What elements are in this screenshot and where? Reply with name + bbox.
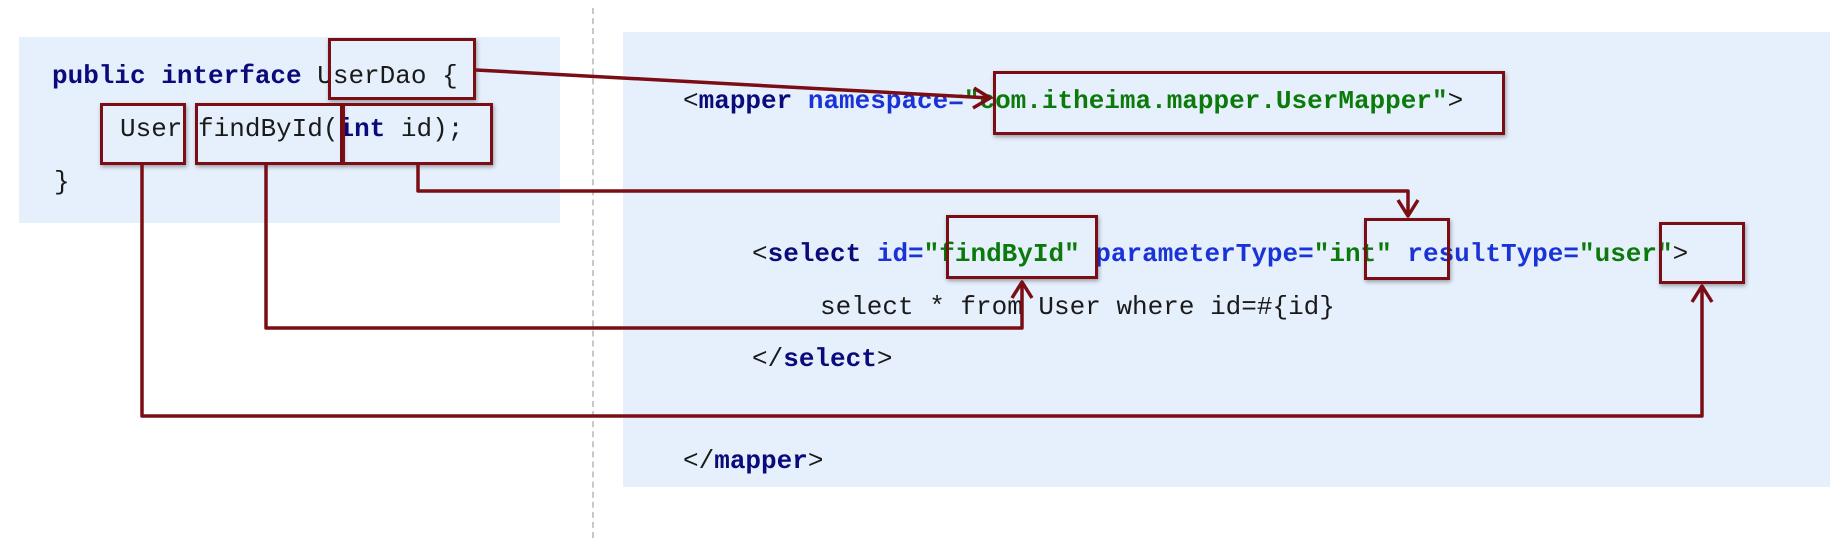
lt-slash: </ [752, 344, 784, 374]
box-parameter [342, 103, 493, 165]
return-type: User [120, 114, 183, 144]
sql-line: select * from User where id=#{id} [820, 291, 1335, 323]
open-paren: ( [322, 114, 339, 144]
box-interface-name [328, 38, 476, 100]
result-type-attr: resultType= [1407, 239, 1579, 269]
param-name: id [400, 114, 433, 144]
parameter-type-value: "int" [1313, 239, 1392, 269]
box-parameter-type-value [1364, 218, 1450, 280]
method-name: findById [198, 114, 323, 144]
arrow-interface-to-namespace [475, 68, 991, 100]
interface-line-1: public interface UserDao { [52, 60, 458, 92]
arrow-parameter-to-parametertype [416, 165, 1410, 216]
arrow-returntype-to-resulttype [140, 165, 1704, 418]
param-type: int [338, 114, 386, 144]
arrowhead-id [1010, 280, 1034, 299]
mapper-close-line: </mapper> [683, 445, 823, 477]
box-result-type-value [1659, 222, 1745, 284]
arrowhead-resulttype [1690, 284, 1714, 303]
box-id-value [946, 215, 1098, 279]
lt: < [752, 239, 768, 269]
interface-name: UserDao [317, 61, 427, 91]
panel-divider [592, 8, 594, 538]
open-brace: { [442, 61, 458, 91]
gt: > [1447, 86, 1464, 116]
namespace-value: "com.itheima.mapper.UserMapper" [963, 86, 1448, 116]
mapper-xml-panel [623, 32, 1830, 487]
select-close-line: </select> [752, 343, 892, 375]
arrow-method-to-id [264, 165, 1024, 330]
box-return-type [100, 103, 186, 165]
lt-slash: </ [683, 446, 715, 476]
lt: < [683, 86, 699, 116]
gt: > [1672, 239, 1689, 269]
gt: > [807, 446, 824, 476]
interface-line-3: } [54, 166, 70, 198]
interface-line-2: User findById(int id); [120, 113, 463, 145]
id-attr: id= [876, 239, 924, 269]
sql-statement: select * from User where id=#{id} [820, 292, 1335, 322]
arrowhead-parametertype [1396, 199, 1420, 218]
close-brace: } [54, 167, 70, 197]
gt: > [876, 344, 893, 374]
mapper-tag: mapper [698, 86, 793, 116]
parameter-type-attr: parameterType= [1095, 239, 1314, 269]
result-type-value: "user" [1579, 239, 1673, 269]
arrowhead-namespace [972, 86, 992, 110]
id-value: "findById" [923, 239, 1080, 269]
mapper-close-tag: mapper [714, 446, 808, 476]
close-paren-semicolon: ); [432, 114, 464, 144]
box-method-name [195, 103, 343, 165]
interface-keyword: public interface [52, 61, 302, 91]
box-namespace-value [993, 71, 1505, 135]
select-close-tag: select [783, 344, 877, 374]
select-tag: select [767, 239, 862, 269]
select-open-line: <select id="findById" parameterType="int… [752, 238, 1688, 270]
